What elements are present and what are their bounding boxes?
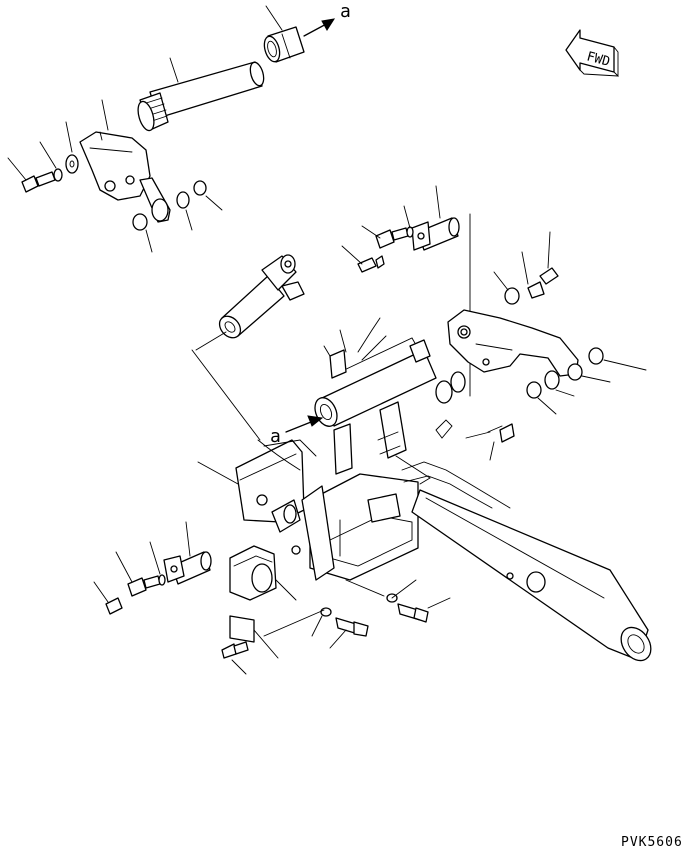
main-frame	[235, 317, 652, 662]
upper-pin-group	[341, 185, 471, 397]
fwd-direction-label: FWD	[585, 49, 612, 70]
right-lever-group	[447, 231, 647, 415]
shaft-assembly	[137, 5, 336, 132]
fwd-arrow-icon	[565, 29, 619, 78]
small-link	[435, 419, 515, 461]
upper-lever-group	[7, 99, 223, 253]
callout-letter-a-mid: a	[270, 426, 281, 447]
drawing-code: PVK5606	[621, 835, 683, 850]
hydraulic-cylinder	[191, 254, 305, 441]
lower-left-group	[93, 461, 451, 675]
callout-letter-a-top: a	[340, 1, 351, 22]
